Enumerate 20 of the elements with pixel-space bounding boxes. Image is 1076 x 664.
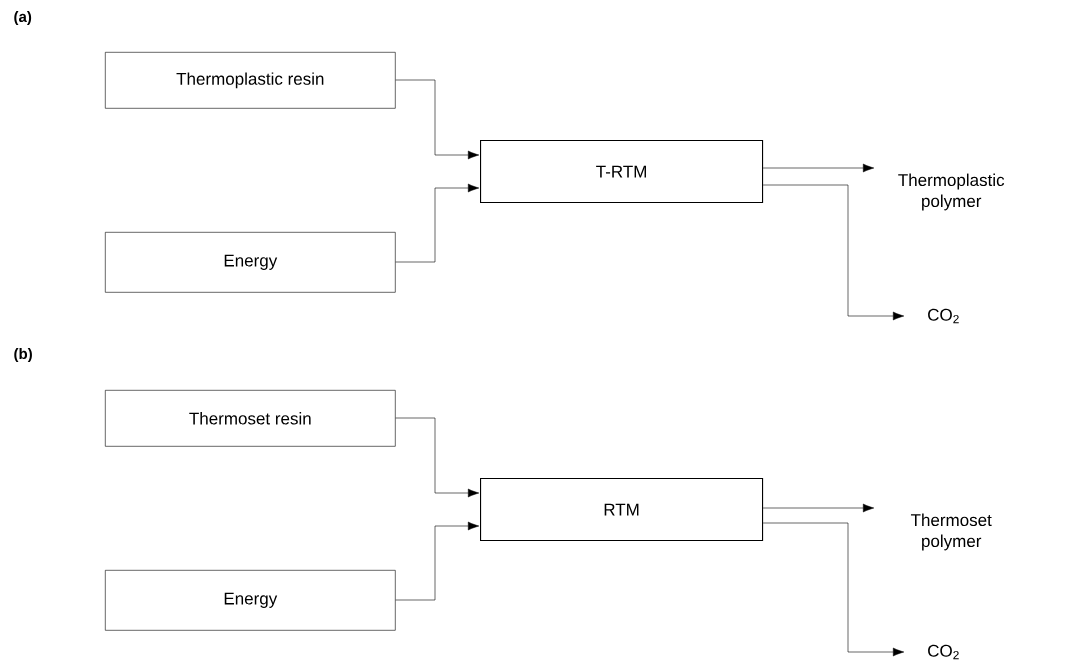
input-box: Energy — [105, 570, 396, 631]
output-label: Thermoset polymer — [910, 513, 992, 551]
arrow — [762, 184, 905, 321]
panel-label: (b) — [14, 348, 32, 362]
arrow — [762, 503, 875, 513]
output-label: CO$_{2}$ — [928, 644, 959, 660]
output-label: CO$_{2}$ — [928, 308, 959, 324]
arrow — [395, 521, 480, 601]
arrow — [395, 417, 480, 498]
process-box: RTM — [480, 478, 764, 542]
input-box: Energy — [105, 232, 396, 293]
panel-label: (a) — [14, 11, 32, 25]
arrow — [395, 79, 480, 160]
input-box: Thermoset resin — [105, 390, 396, 447]
arrow — [395, 183, 480, 263]
output-label: Thermoplastic polymer — [898, 173, 1005, 211]
arrow — [762, 163, 875, 173]
arrow — [762, 522, 905, 657]
process-box: T-RTM — [480, 140, 764, 204]
input-box: Thermoplastic resin — [105, 52, 396, 109]
